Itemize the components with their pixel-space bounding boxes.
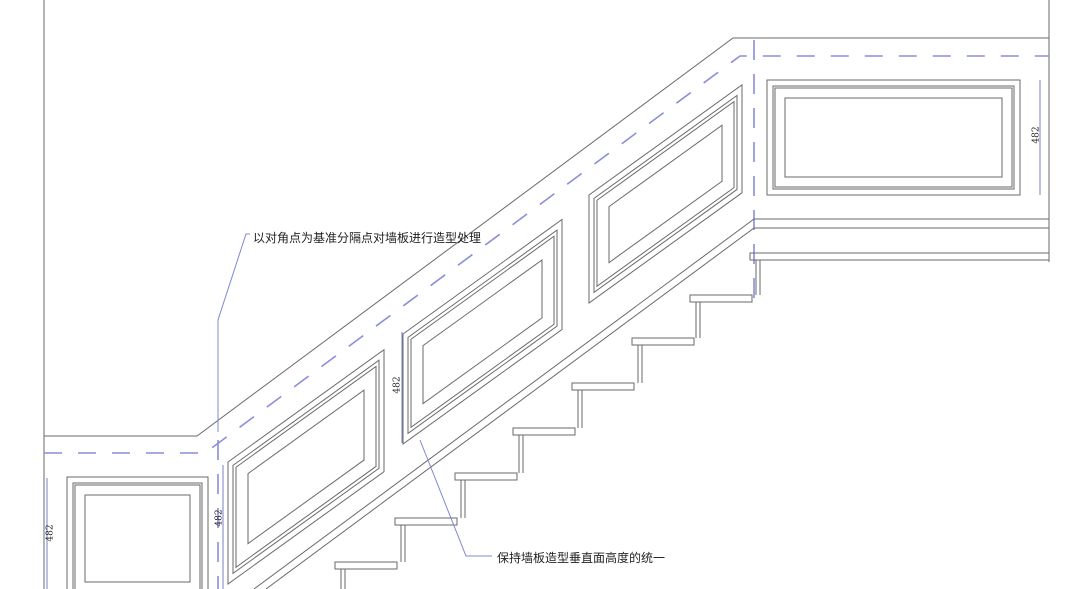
panel-moulding-0 [588, 83, 743, 304]
panel-moulding-2 [774, 87, 1013, 188]
panel-moulding-1 [772, 85, 1015, 190]
annotation-bottom: 保持墙板造型垂直面高度的统一 [497, 551, 666, 565]
panel-moulding-0 [402, 218, 563, 445]
leader-top [217, 233, 250, 432]
stair-landing [749, 252, 1050, 261]
panel-moulding-2 [410, 235, 555, 429]
panel-moulding-3 [608, 124, 723, 264]
dimension-label-left: 482 [45, 524, 56, 542]
panel-moulding-3 [422, 258, 543, 405]
flat-panel-left [66, 476, 209, 589]
dimension-label-right: 482 [1031, 126, 1042, 144]
panel-moulding-1 [72, 482, 203, 589]
panel-moulding-1 [232, 359, 380, 575]
stair-tread-3 [571, 382, 635, 391]
stair-tread-6 [394, 517, 458, 526]
panel-moulding-3 [84, 494, 191, 583]
panel-moulding-2 [235, 365, 377, 569]
stair-tread-4 [512, 427, 576, 436]
leader-lines [217, 233, 492, 557]
panel-moulding-2 [74, 484, 201, 589]
wall-panels [66, 79, 1021, 589]
staircase [334, 252, 1050, 589]
panel-moulding-3 [784, 97, 1003, 178]
stair-tread-7 [334, 561, 398, 570]
panel-moulding-0 [66, 476, 209, 589]
panel-moulding-0 [227, 348, 385, 585]
slanted-panel-2 [402, 218, 563, 445]
panel-moulding-3 [247, 389, 365, 545]
panel-moulding-0 [766, 79, 1021, 196]
flat-panel-right [766, 79, 1021, 196]
top-handrail-line [44, 37, 1049, 437]
skirting-top-line [253, 218, 1049, 589]
panel-moulding-1 [407, 229, 558, 435]
dimension-lines [46, 80, 1041, 589]
wall-outline [43, 0, 1050, 589]
leader-bottom [419, 439, 492, 557]
stair-tread-5 [454, 472, 518, 481]
stair-tread-2 [631, 337, 695, 346]
handrail-centerline [44, 55, 1049, 454]
dimension-label-panel2: 482 [392, 376, 403, 394]
annotation-top: 以对角点为基准分隔点对墙板进行造型处理 [253, 231, 482, 245]
stair-tread-1 [689, 294, 753, 303]
panel-moulding-1 [593, 94, 738, 294]
slanted-panel-1 [227, 348, 385, 585]
skirting-line-2 [265, 227, 1049, 589]
slanted-panel-3 [588, 83, 743, 304]
panel-moulding-2 [596, 100, 735, 288]
dimension-label-panel1: 482 [214, 509, 225, 527]
